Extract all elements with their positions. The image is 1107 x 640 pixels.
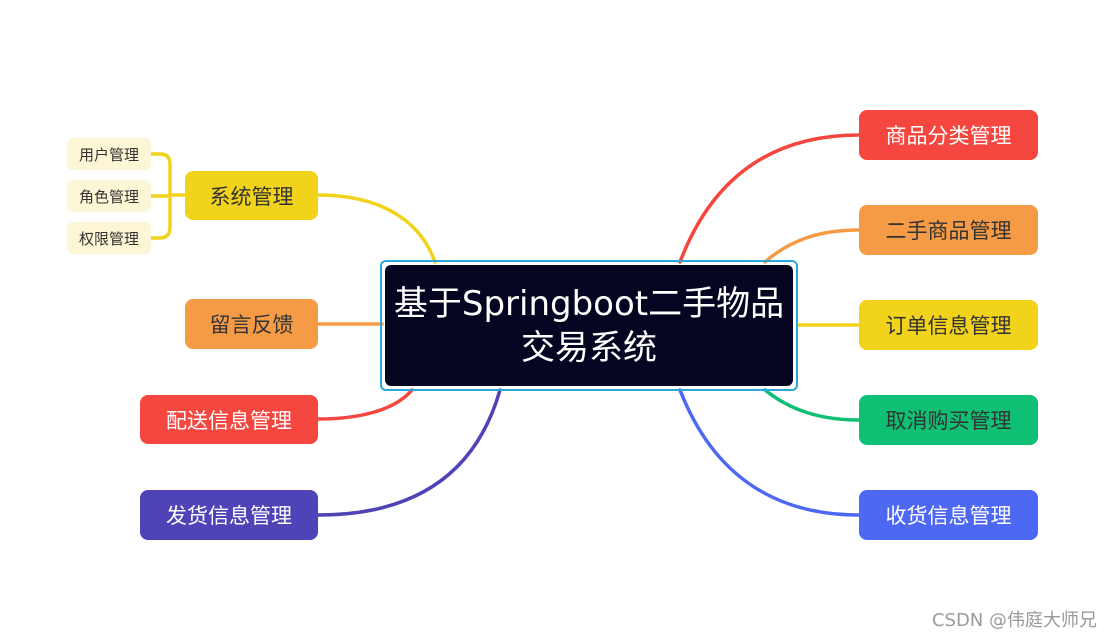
connector-cancel [763,388,861,422]
branch-message-feedback[interactable]: 留言反馈 [185,299,318,349]
subtopic-label: 角色管理 [78,187,139,206]
subtopic-user-management[interactable]: 用户管理 [67,138,151,170]
branch-system-management[interactable]: 系统管理 [185,171,318,220]
branch-label: 订单信息管理 [885,314,1012,338]
subtopic-permission-management[interactable]: 权限管理 [67,222,151,254]
connector-category [678,133,861,264]
branch-label: 取消购买管理 [885,409,1012,433]
connector-receipt [678,388,861,517]
subtopic-label: 用户管理 [78,145,139,164]
branch-shipping-info-management[interactable]: 发货信息管理 [140,490,318,540]
branch-second-hand-goods-management[interactable]: 二手商品管理 [859,205,1038,255]
branch-receipt-info-management[interactable]: 收货信息管理 [859,490,1038,540]
branch-label: 收货信息管理 [885,504,1012,528]
central-topic-label: 基于Springboot二手物品交易系统 [385,265,793,386]
central-topic[interactable]: 基于Springboot二手物品交易系统 [380,260,798,391]
watermark: CSDN @伟庭大师兄 [931,610,1097,631]
connector-delivery-info [316,388,414,421]
branch-label: 二手商品管理 [885,219,1012,243]
branch-label: 商品分类管理 [885,124,1012,148]
subtopic-role-management[interactable]: 角色管理 [67,180,151,212]
branch-label: 配送信息管理 [166,408,292,433]
branch-label: 发货信息管理 [166,504,292,528]
branch-delivery-info-management[interactable]: 配送信息管理 [140,395,318,444]
connector-system [316,193,437,264]
branch-label: 留言反馈 [209,313,294,337]
branch-cancel-purchase-management[interactable]: 取消购买管理 [859,395,1038,445]
branch-label: 系统管理 [209,184,294,209]
subtopic-label: 权限管理 [78,229,139,248]
connector-goods [763,228,861,264]
branch-order-info-management[interactable]: 订单信息管理 [859,300,1038,350]
connector-shipping-info [316,388,502,517]
branch-category-management[interactable]: 商品分类管理 [859,110,1038,160]
